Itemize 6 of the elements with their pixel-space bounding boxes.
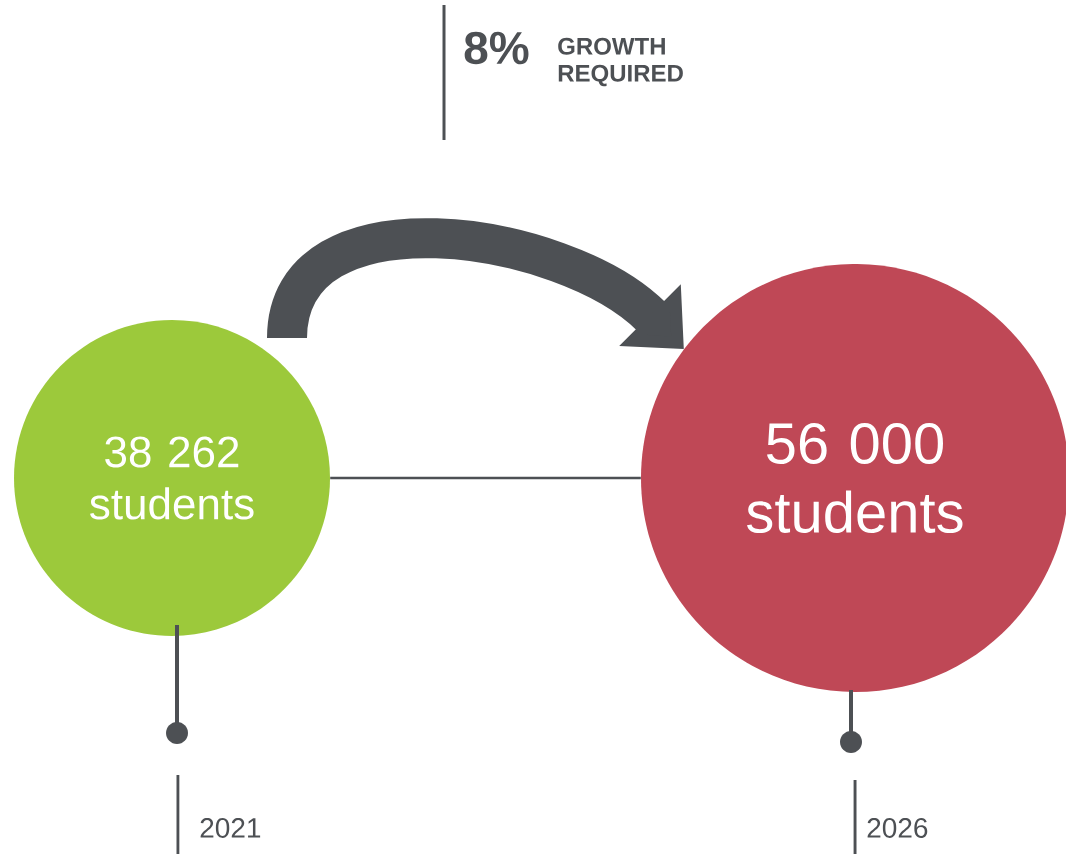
year-label: 2026 (867, 818, 928, 838)
growth-label: GROWTH REQUIRED (558, 37, 683, 87)
circle-node: 38 262 students (14, 320, 330, 636)
year-label: 2021 (200, 818, 261, 838)
connector-line (330, 476, 641, 480)
growth-percentage: 8% (464, 31, 529, 65)
